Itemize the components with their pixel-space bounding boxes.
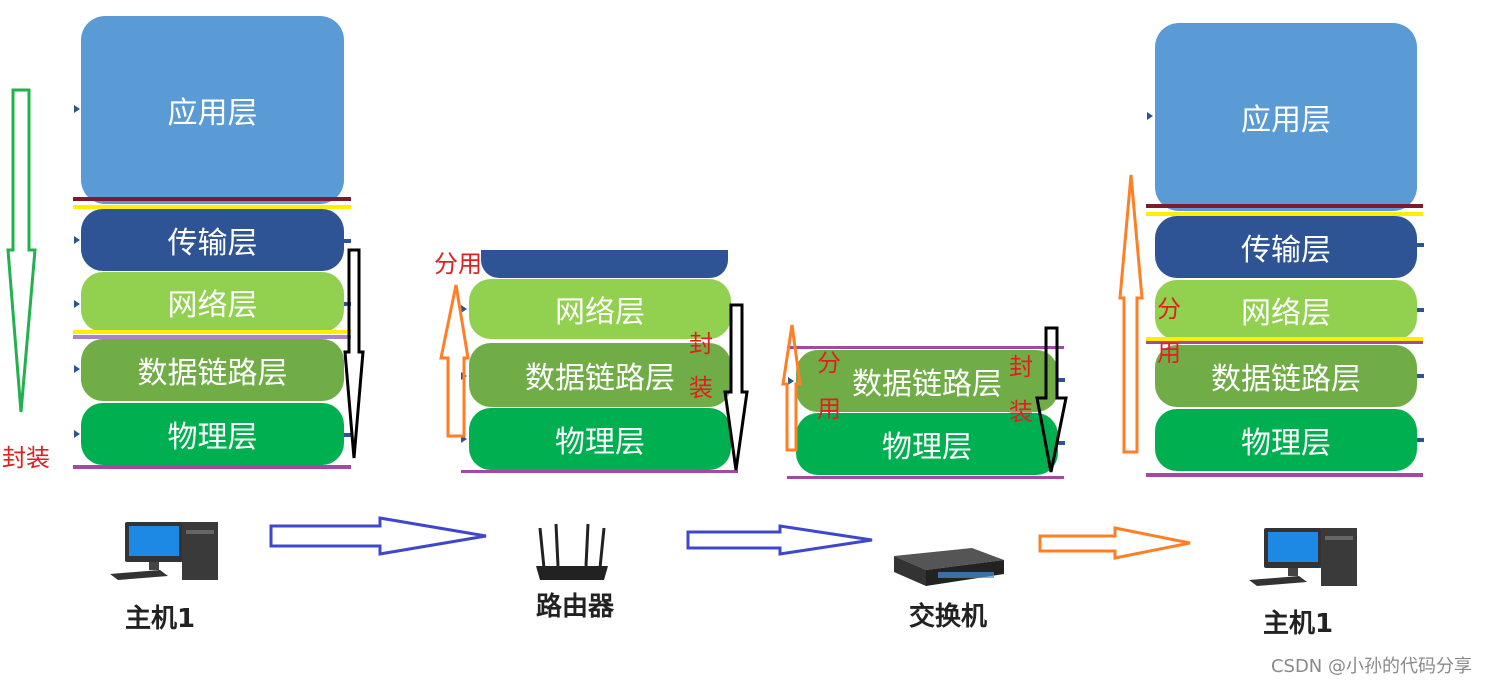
computer-icon <box>110 522 218 580</box>
divider-line <box>1146 337 1423 341</box>
router-to-switch-arrow <box>686 524 873 556</box>
encap-char-1: 封 <box>689 330 713 358</box>
host1-right-transport-layer: 传输层 <box>1155 216 1417 278</box>
computer-icon <box>1249 528 1357 586</box>
router-icon <box>536 523 608 580</box>
demux-char-1: 分 <box>1157 295 1181 323</box>
divider-line <box>1146 473 1423 477</box>
bullet-marker <box>1417 438 1424 442</box>
layer-label: 物理层 <box>882 430 972 465</box>
layer-label: 数据链路层 <box>525 361 675 396</box>
demux-char-1: 分 <box>817 349 841 377</box>
host1-physical-layer: 物理层 <box>81 403 344 465</box>
switch-datalink-layer: 数据链路层 <box>796 350 1058 412</box>
bullet-marker <box>74 365 80 373</box>
divider-line <box>1146 212 1423 216</box>
router-up-arrow <box>439 284 470 438</box>
switch-up-arrow <box>781 324 802 452</box>
divider-line <box>461 470 738 473</box>
bullet-marker <box>788 377 794 385</box>
layer-label: 数据链路层 <box>1211 362 1361 397</box>
layer-label: 网络层 <box>167 288 258 323</box>
switch-physical-layer: 物理层 <box>796 413 1058 475</box>
bullet-marker <box>344 433 351 437</box>
divider-line <box>1146 341 1423 344</box>
layer-label: 物理层 <box>555 425 645 460</box>
host1-datalink-layer: 数据链路层 <box>81 339 344 401</box>
divider-line <box>73 330 351 334</box>
bullet-marker <box>461 305 467 313</box>
demux-label: 分用 <box>434 250 482 278</box>
layer-label: 物理层 <box>167 420 258 455</box>
host1-right-application-layer: 应用层 <box>1155 23 1417 211</box>
layer-label: 数据链路层 <box>137 356 288 391</box>
encapsulate-label: 封装 <box>2 444 50 472</box>
encap-char-1: 封 <box>1009 353 1033 381</box>
host1-application-layer: 应用层 <box>81 16 344 204</box>
host1-transport-layer: 传输层 <box>81 209 344 271</box>
bullet-marker <box>1417 243 1424 247</box>
layer-label: 网络层 <box>1241 296 1331 331</box>
divider-line <box>1146 204 1423 208</box>
host1-right-physical-layer: 物理层 <box>1155 409 1417 471</box>
bullet-marker <box>74 300 80 308</box>
switch-label: 交换机 <box>908 602 987 632</box>
router-transport-fragment <box>481 250 728 278</box>
bullet-marker <box>74 105 80 113</box>
layer-label: 数据链路层 <box>852 367 1002 402</box>
switch-to-host-arrow <box>1038 526 1191 560</box>
demux-char-2: 用 <box>1157 339 1181 367</box>
demux-char-2: 用 <box>817 395 841 423</box>
layer-label: 网络层 <box>555 295 645 330</box>
bullet-marker <box>74 430 80 438</box>
router-down-arrow <box>723 303 749 471</box>
layer-label: 物理层 <box>1241 426 1331 461</box>
bullet-marker <box>74 236 80 244</box>
bullet-marker <box>1147 112 1153 120</box>
divider-line <box>73 197 351 201</box>
bullet-marker <box>1417 308 1424 312</box>
host-left-label: 主机1 <box>124 604 196 634</box>
host-to-router-arrow <box>269 516 487 556</box>
router-physical-layer: 物理层 <box>469 408 731 470</box>
bullet-marker <box>1058 378 1065 382</box>
router-datalink-layer: 数据链路层 <box>469 343 731 407</box>
router-label: 路由器 <box>535 592 614 622</box>
divider-line <box>73 465 351 469</box>
switch-down-arrow <box>1035 326 1068 473</box>
host1-right-up-arrow <box>1118 174 1144 454</box>
watermark: CSDN @小孙的代码分享 <box>1270 656 1472 677</box>
layer-label: 传输层 <box>167 226 258 261</box>
bullet-marker <box>344 239 351 243</box>
host1-right-network-layer: 网络层 <box>1155 280 1417 340</box>
divider-line <box>73 335 351 339</box>
encap-char-2: 装 <box>689 374 713 402</box>
divider-line <box>787 476 1064 479</box>
bullet-marker <box>461 435 467 443</box>
host1-right-datalink-layer: 数据链路层 <box>1155 345 1417 407</box>
layer-label: 应用层 <box>1241 103 1331 138</box>
divider-line <box>787 346 1064 349</box>
host1-network-layer: 网络层 <box>81 272 344 332</box>
host-right-label: 主机1 <box>1262 609 1334 639</box>
bullet-marker <box>1058 441 1065 445</box>
router-network-layer: 网络层 <box>469 279 731 339</box>
encapsulate-down-arrow <box>6 88 37 413</box>
layer-label: 传输层 <box>1241 233 1331 268</box>
layer-label: 应用层 <box>167 96 258 131</box>
divider-line <box>73 205 351 209</box>
bullet-marker <box>1417 374 1424 378</box>
switch-icon <box>894 548 1004 586</box>
host1-down-arrow <box>343 248 365 459</box>
encap-char-2: 装 <box>1009 398 1033 426</box>
